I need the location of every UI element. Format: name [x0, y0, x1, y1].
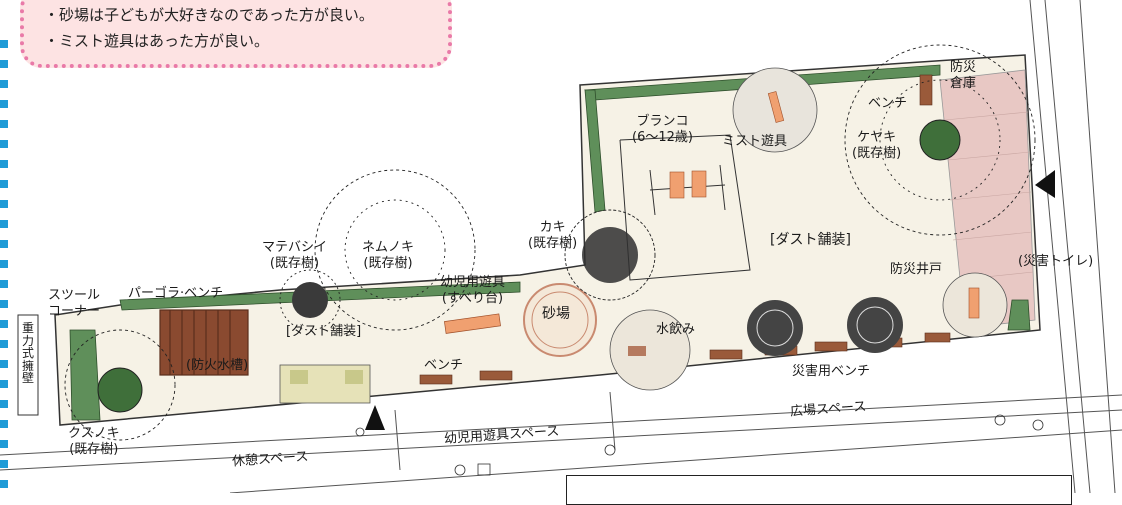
label-pergola-bench: パーゴラ·ベンチ: [128, 286, 224, 301]
sandbox: [523, 283, 597, 357]
legend-box: [566, 475, 1072, 505]
comment-bubble: ・砂場は子どもが大好きなのであった方が良い。 ・ミスト遊具はあった方が良い。: [20, 0, 452, 68]
label-bousai-ido: 防災井戸: [890, 262, 943, 277]
label-bousai-souko: 防災 倉庫: [950, 60, 977, 91]
label-youji-yuugu: 幼児用遊具 (すべり台): [440, 275, 506, 306]
label-saigai-bench: 災害用ベンチ: [792, 364, 871, 379]
retaining-wall: [17, 314, 39, 416]
edge-marker-strip: [0, 0, 10, 493]
label-kaki: カキ (既存樹): [528, 220, 578, 251]
label-saigai-toilet: (災害トイレ): [1018, 254, 1094, 269]
label-nemunoki: ネムノキ (既存樹): [362, 240, 415, 271]
label-sunaba: 砂場: [542, 306, 570, 322]
paving-area: [939, 69, 1036, 329]
road-lines: [0, 0, 1122, 493]
water-fountain-pad: [609, 309, 691, 391]
trees: [64, 44, 1036, 441]
label-keyaki: ケヤキ (既存樹): [852, 130, 902, 161]
label-dust-right: [ダスト舗装]: [770, 232, 851, 248]
entrance-arrows: [365, 170, 1055, 430]
label-bench-top: ベンチ: [868, 96, 908, 111]
fire-tank: [279, 364, 371, 404]
label-kusunoki: クスノキ (既存樹): [68, 426, 120, 457]
comment-line-2: ・ミスト遊具はあった方が良い。: [44, 32, 270, 50]
label-dust-left: [ダスト舗装]: [286, 324, 362, 339]
comment-line-1: ・砂場は子どもが大好きなのであった方が良い。: [44, 6, 374, 24]
label-mist-yuugu: ミスト遊具: [722, 134, 788, 149]
label-bench-mid: ベンチ: [424, 358, 464, 373]
tree-crowns: [97, 119, 961, 413]
label-mizunomi: 水飲み: [656, 322, 696, 337]
pergola: [159, 309, 249, 376]
label-jyuryoku-youheki: 重力式擁壁: [22, 321, 35, 386]
label-buranko: ブランコ (6～12歳): [632, 114, 693, 145]
label-stool-corner: スツール コーナー: [48, 288, 101, 319]
label-matebashii: マテバシイ (既存樹): [262, 240, 328, 271]
label-boukasuisou: (防火水槽): [186, 358, 249, 373]
slide: [444, 313, 501, 334]
park-plan-drawing: [0, 0, 1122, 493]
